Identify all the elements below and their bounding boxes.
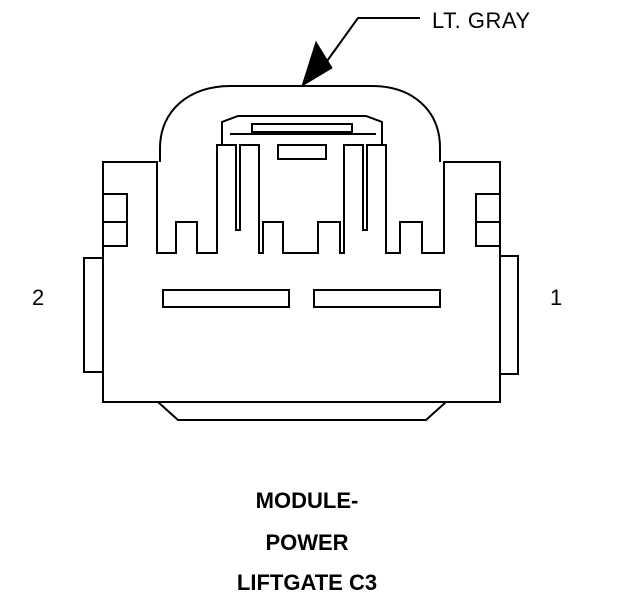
caption-line-1: MODULE- [255, 488, 359, 513]
caption-line-3: LIFTGATE C3 [236, 570, 378, 595]
latch-hood [159, 85, 441, 162]
bottom-lip [157, 401, 447, 421]
pin-label-1: 1 [550, 285, 563, 310]
right-lower-tab [475, 221, 501, 247]
caption-line-2: POWER [265, 530, 349, 555]
latch-block [221, 115, 383, 145]
left-side-flange [83, 257, 104, 373]
latch-slot [251, 123, 353, 133]
left-lower-tab [102, 221, 128, 247]
leader-line [321, 17, 420, 69]
leader-arrowhead [301, 40, 333, 88]
color-callout-label: LT. GRAY [432, 8, 531, 33]
left-upper-tab [102, 193, 128, 223]
pin-label-2: 2 [32, 285, 45, 310]
latch-window [277, 144, 327, 160]
connector-body [102, 144, 501, 403]
right-side-flange [499, 255, 519, 375]
right-upper-tab [475, 193, 501, 223]
terminal-slot-1 [313, 289, 441, 308]
terminal-slot-2 [162, 289, 290, 308]
